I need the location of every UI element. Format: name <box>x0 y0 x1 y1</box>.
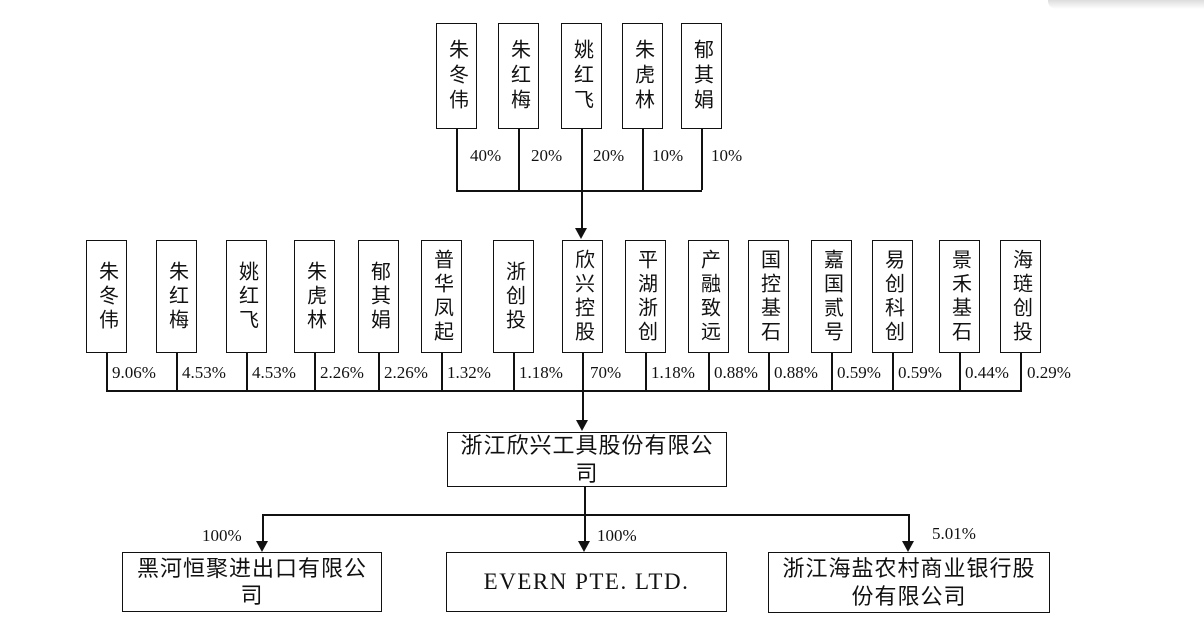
connector-line <box>645 353 647 391</box>
connector-line <box>582 353 584 421</box>
top-shareholder-box: 姚红飞 <box>561 23 602 129</box>
connector-line <box>314 353 316 391</box>
page-edge-shadow <box>1048 0 1204 9</box>
connector-line <box>708 353 710 391</box>
connector-line <box>581 190 583 229</box>
top-shareholder-box: 郁其娟 <box>681 23 722 129</box>
mid-shareholder-box: 海琏创投 <box>1000 240 1041 353</box>
mid-ownership-pct: 2.26% <box>320 363 364 382</box>
arrow-down-icon <box>256 541 268 552</box>
top-ownership-pct: 10% <box>711 146 743 165</box>
connector-line <box>831 353 833 391</box>
arrow-down-icon <box>578 541 590 552</box>
connector-line <box>1020 353 1022 391</box>
mid-ownership-pct: 4.53% <box>182 363 226 382</box>
arrow-down-icon <box>576 420 588 431</box>
parent-company-box: 浙江欣兴工具股份有限公司 <box>447 432 727 487</box>
mid-shareholder-box: 景禾基石 <box>939 240 980 353</box>
mid-ownership-pct: 1.32% <box>447 363 491 382</box>
connector-line <box>892 353 894 391</box>
mid-shareholder-box: 郁其娟 <box>358 240 399 353</box>
connector-line <box>581 129 583 190</box>
connector-line <box>513 353 515 391</box>
mid-ownership-pct: 0.59% <box>898 363 942 382</box>
connector-line <box>106 390 1022 392</box>
mid-shareholder-box: 嘉国贰号 <box>811 240 852 353</box>
mid-shareholder-box: 国控基石 <box>748 240 789 353</box>
mid-shareholder-box: 姚红飞 <box>226 240 267 353</box>
mid-ownership-pct: 4.53% <box>252 363 296 382</box>
mid-ownership-pct: 1.18% <box>651 363 695 382</box>
mid-shareholder-box: 朱冬伟 <box>86 240 127 353</box>
connector-line <box>959 353 961 391</box>
mid-ownership-pct: 0.88% <box>714 363 758 382</box>
connector-line <box>518 129 520 190</box>
top-shareholder-box: 朱冬伟 <box>436 23 477 129</box>
subsidiary-box: 浙江海盐农村商业银行股份有限公司 <box>768 552 1050 613</box>
mid-shareholder-box: 欣兴控股 <box>562 240 603 353</box>
subsidiary-box: EVERN PTE. LTD. <box>446 552 727 612</box>
top-ownership-pct: 10% <box>652 146 684 165</box>
mid-shareholder-box: 朱虎林 <box>294 240 335 353</box>
mid-shareholder-box: 平湖浙创 <box>625 240 666 353</box>
mid-shareholder-box: 浙创投 <box>493 240 534 353</box>
connector-line <box>642 129 644 190</box>
connector-line <box>768 353 770 391</box>
mid-ownership-pct: 0.29% <box>1027 363 1071 382</box>
connector-line <box>456 190 702 192</box>
connector-line <box>263 514 909 516</box>
mid-ownership-pct: 1.18% <box>519 363 563 382</box>
mid-ownership-pct: 0.44% <box>965 363 1009 382</box>
top-ownership-pct: 20% <box>593 146 625 165</box>
connector-line <box>246 353 248 391</box>
connector-line <box>106 353 108 391</box>
mid-shareholder-box: 普华凤起 <box>421 240 462 353</box>
top-ownership-pct: 20% <box>531 146 563 165</box>
arrow-down-icon <box>902 541 914 552</box>
mid-shareholder-box: 朱红梅 <box>156 240 197 353</box>
connector-line <box>441 353 443 391</box>
mid-ownership-pct: 70% <box>590 363 622 382</box>
arrow-down-icon <box>575 228 587 239</box>
mid-shareholder-box: 产融致远 <box>688 240 729 353</box>
subsidiary-ownership-pct: 5.01% <box>932 524 976 543</box>
mid-shareholder-box: 易创科创 <box>872 240 913 353</box>
top-ownership-pct: 40% <box>470 146 502 165</box>
mid-ownership-pct: 0.59% <box>837 363 881 382</box>
connector-line <box>908 514 910 542</box>
connector-line <box>176 353 178 391</box>
connector-line <box>262 514 264 542</box>
mid-ownership-pct: 2.26% <box>384 363 428 382</box>
mid-ownership-pct: 0.88% <box>774 363 818 382</box>
connector-line <box>701 129 703 190</box>
subsidiary-ownership-pct: 100% <box>597 526 637 545</box>
mid-ownership-pct: 9.06% <box>112 363 156 382</box>
connector-line <box>378 353 380 391</box>
top-shareholder-box: 朱虎林 <box>622 23 663 129</box>
subsidiary-ownership-pct: 100% <box>202 526 242 545</box>
top-shareholder-box: 朱红梅 <box>498 23 539 129</box>
connector-line <box>456 129 458 190</box>
subsidiary-box: 黑河恒聚进出口有限公司 <box>122 552 382 612</box>
